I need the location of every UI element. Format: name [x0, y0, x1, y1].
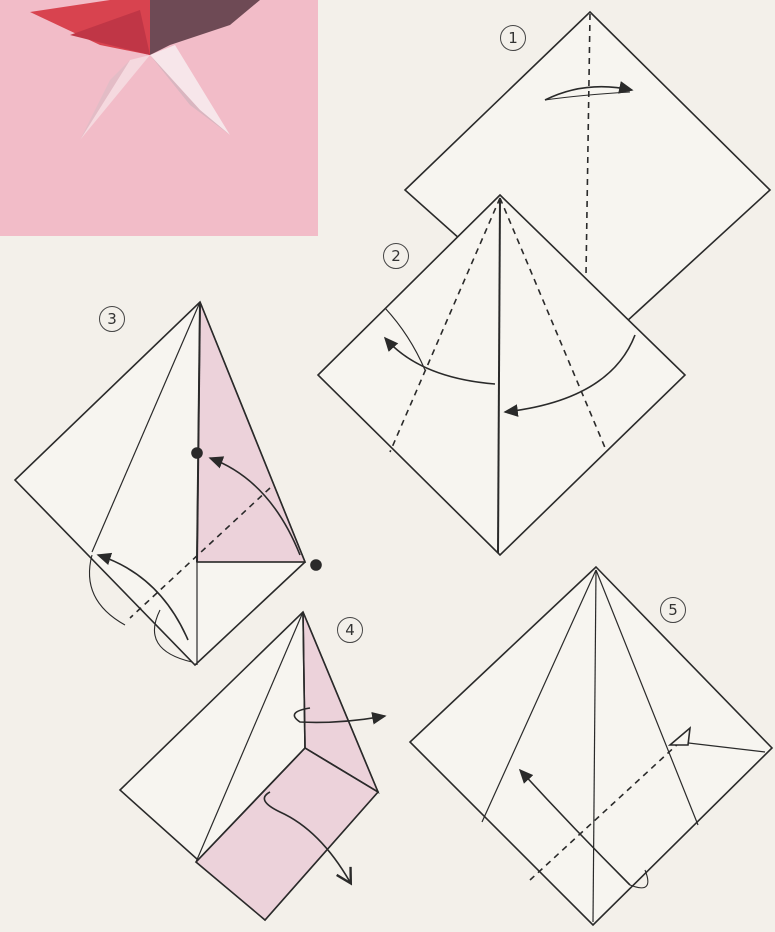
step-2-label: 2 — [383, 243, 409, 269]
step-3-label: 3 — [99, 306, 125, 332]
step-3-diagram — [15, 302, 321, 665]
step-5-label: 5 — [660, 597, 686, 623]
step-1-label: 1 — [500, 25, 526, 51]
step-5-diagram — [410, 567, 772, 925]
step-3-dot-top — [192, 448, 202, 458]
step-4-label: 4 — [337, 617, 363, 643]
step-4-diagram — [120, 612, 385, 920]
step-3-shaded-flap — [197, 302, 305, 562]
step-3-dot-right — [311, 560, 321, 570]
